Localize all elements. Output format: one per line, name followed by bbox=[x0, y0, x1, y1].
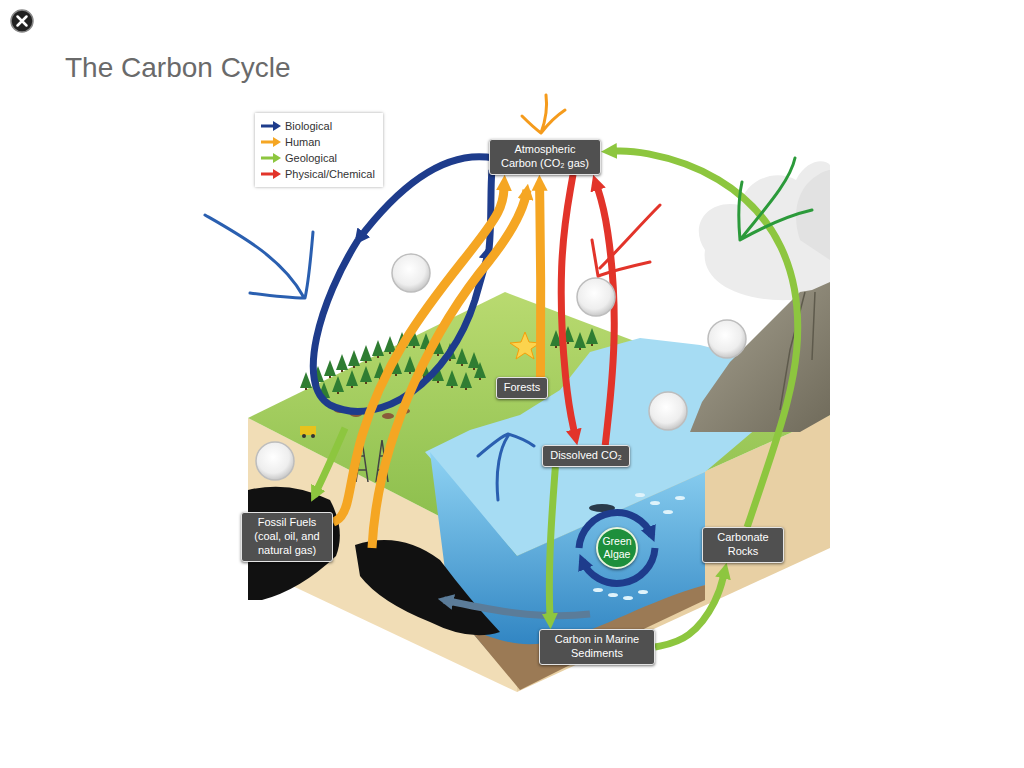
tree bbox=[360, 345, 372, 363]
node-text: Atmospheric Carbon (CO₂ gas) bbox=[497, 143, 593, 171]
carbon-flow-arrow bbox=[561, 175, 575, 436]
hotspot bbox=[392, 254, 430, 292]
legend-row: Biological bbox=[261, 118, 377, 134]
legend-arrow bbox=[261, 137, 281, 147]
sediment-arrow bbox=[444, 600, 590, 616]
legend-row: Geological bbox=[261, 150, 377, 166]
tree bbox=[332, 376, 344, 394]
carbon-flow-arrow bbox=[611, 151, 798, 527]
tree bbox=[460, 372, 472, 390]
hotspot bbox=[708, 320, 746, 358]
fish bbox=[650, 501, 660, 505]
carbon-flow-arrow bbox=[333, 185, 504, 522]
carbon-pool-box: Atmospheric Carbon (CO₂ gas) bbox=[489, 139, 601, 175]
tree bbox=[586, 328, 598, 346]
carbon-flow-arrow bbox=[549, 467, 555, 619]
hand-arrow bbox=[592, 205, 660, 276]
legend-arrow bbox=[261, 169, 281, 179]
fish bbox=[675, 496, 685, 500]
hand-annotations bbox=[205, 95, 812, 500]
carbon-flow-arrow bbox=[540, 185, 541, 377]
wheel bbox=[311, 434, 315, 438]
hotspot bbox=[649, 392, 687, 430]
carbon-pool-box: Carbon in Marine Sediments bbox=[539, 629, 655, 665]
legend-text: Physical/Chemical bbox=[285, 168, 375, 180]
fish bbox=[623, 596, 633, 600]
legend-text: Geological bbox=[285, 152, 337, 164]
tree bbox=[574, 332, 586, 350]
wheel bbox=[302, 434, 306, 438]
legend-swatch bbox=[261, 153, 281, 163]
tree bbox=[474, 362, 486, 380]
legend-text: Human bbox=[285, 136, 320, 148]
fossil-deposit bbox=[355, 540, 500, 635]
tree bbox=[456, 348, 468, 366]
legend-text: Biological bbox=[285, 120, 332, 132]
tree bbox=[404, 356, 416, 374]
node-text: Forests bbox=[504, 381, 541, 395]
close-button bbox=[11, 10, 33, 32]
fish bbox=[638, 590, 648, 594]
node-text: Green Algae bbox=[602, 535, 632, 560]
forest-fire bbox=[510, 332, 540, 359]
node-text: Fossil Fuels (coal, oil, and natural gas… bbox=[249, 516, 325, 557]
tree bbox=[346, 370, 358, 388]
legend-swatch bbox=[261, 169, 281, 179]
legend-swatch bbox=[261, 137, 281, 147]
hotspot bbox=[577, 278, 615, 316]
tree bbox=[372, 340, 384, 358]
hotspots bbox=[256, 254, 746, 480]
close-disc bbox=[11, 10, 33, 32]
volcano bbox=[690, 282, 830, 432]
node-text: Dissolved CO₂ bbox=[550, 449, 622, 463]
tree bbox=[324, 360, 336, 378]
hand-arrow bbox=[205, 215, 313, 298]
sea-section bbox=[430, 452, 705, 688]
legend-arrow bbox=[261, 153, 281, 163]
fish bbox=[608, 593, 618, 597]
hotspot bbox=[256, 442, 294, 480]
truck bbox=[300, 426, 316, 438]
close-cross bbox=[18, 17, 27, 26]
legend-swatch bbox=[261, 121, 281, 131]
tree bbox=[348, 350, 360, 368]
hand-arrow bbox=[522, 95, 565, 133]
hand-arrow bbox=[739, 158, 812, 240]
algae-loop bbox=[579, 513, 655, 584]
smoke-cloud bbox=[796, 170, 830, 260]
loop-arrow bbox=[489, 170, 492, 250]
carbon-pool-box: Dissolved CO₂ bbox=[542, 445, 630, 467]
carbon-pool-box: Forests bbox=[496, 377, 549, 399]
hand-arrow bbox=[478, 434, 534, 500]
carbon-flow-arrow bbox=[655, 572, 724, 647]
node-text: Carbon in Marine Sediments bbox=[547, 633, 647, 661]
carbon-pool-box: Fossil Fuels (coal, oil, and natural gas… bbox=[241, 512, 333, 561]
truck-body bbox=[300, 426, 316, 435]
human-emission-arrow bbox=[372, 190, 527, 548]
node-text: Carbonate Rocks bbox=[710, 531, 776, 559]
carbon-pool-box: Carbonate Rocks bbox=[702, 527, 784, 563]
fish bbox=[635, 493, 645, 497]
legend-arrow bbox=[261, 121, 281, 131]
diagram-title: The Carbon Cycle bbox=[65, 52, 291, 84]
tree bbox=[446, 370, 458, 388]
tree bbox=[360, 366, 372, 384]
seabed bbox=[470, 585, 705, 690]
forest bbox=[300, 326, 598, 400]
legend-box: BiologicalHumanGeologicalPhysical/Chemic… bbox=[255, 113, 383, 187]
fish bbox=[663, 510, 673, 514]
legend-row: Physical/Chemical bbox=[261, 166, 377, 182]
deer bbox=[382, 413, 394, 419]
fish bbox=[593, 588, 603, 592]
legend-row: Human bbox=[261, 134, 377, 150]
burial-arrow bbox=[314, 428, 345, 496]
carbon-pool-circle: Green Algae bbox=[596, 527, 638, 569]
tree bbox=[336, 354, 348, 372]
